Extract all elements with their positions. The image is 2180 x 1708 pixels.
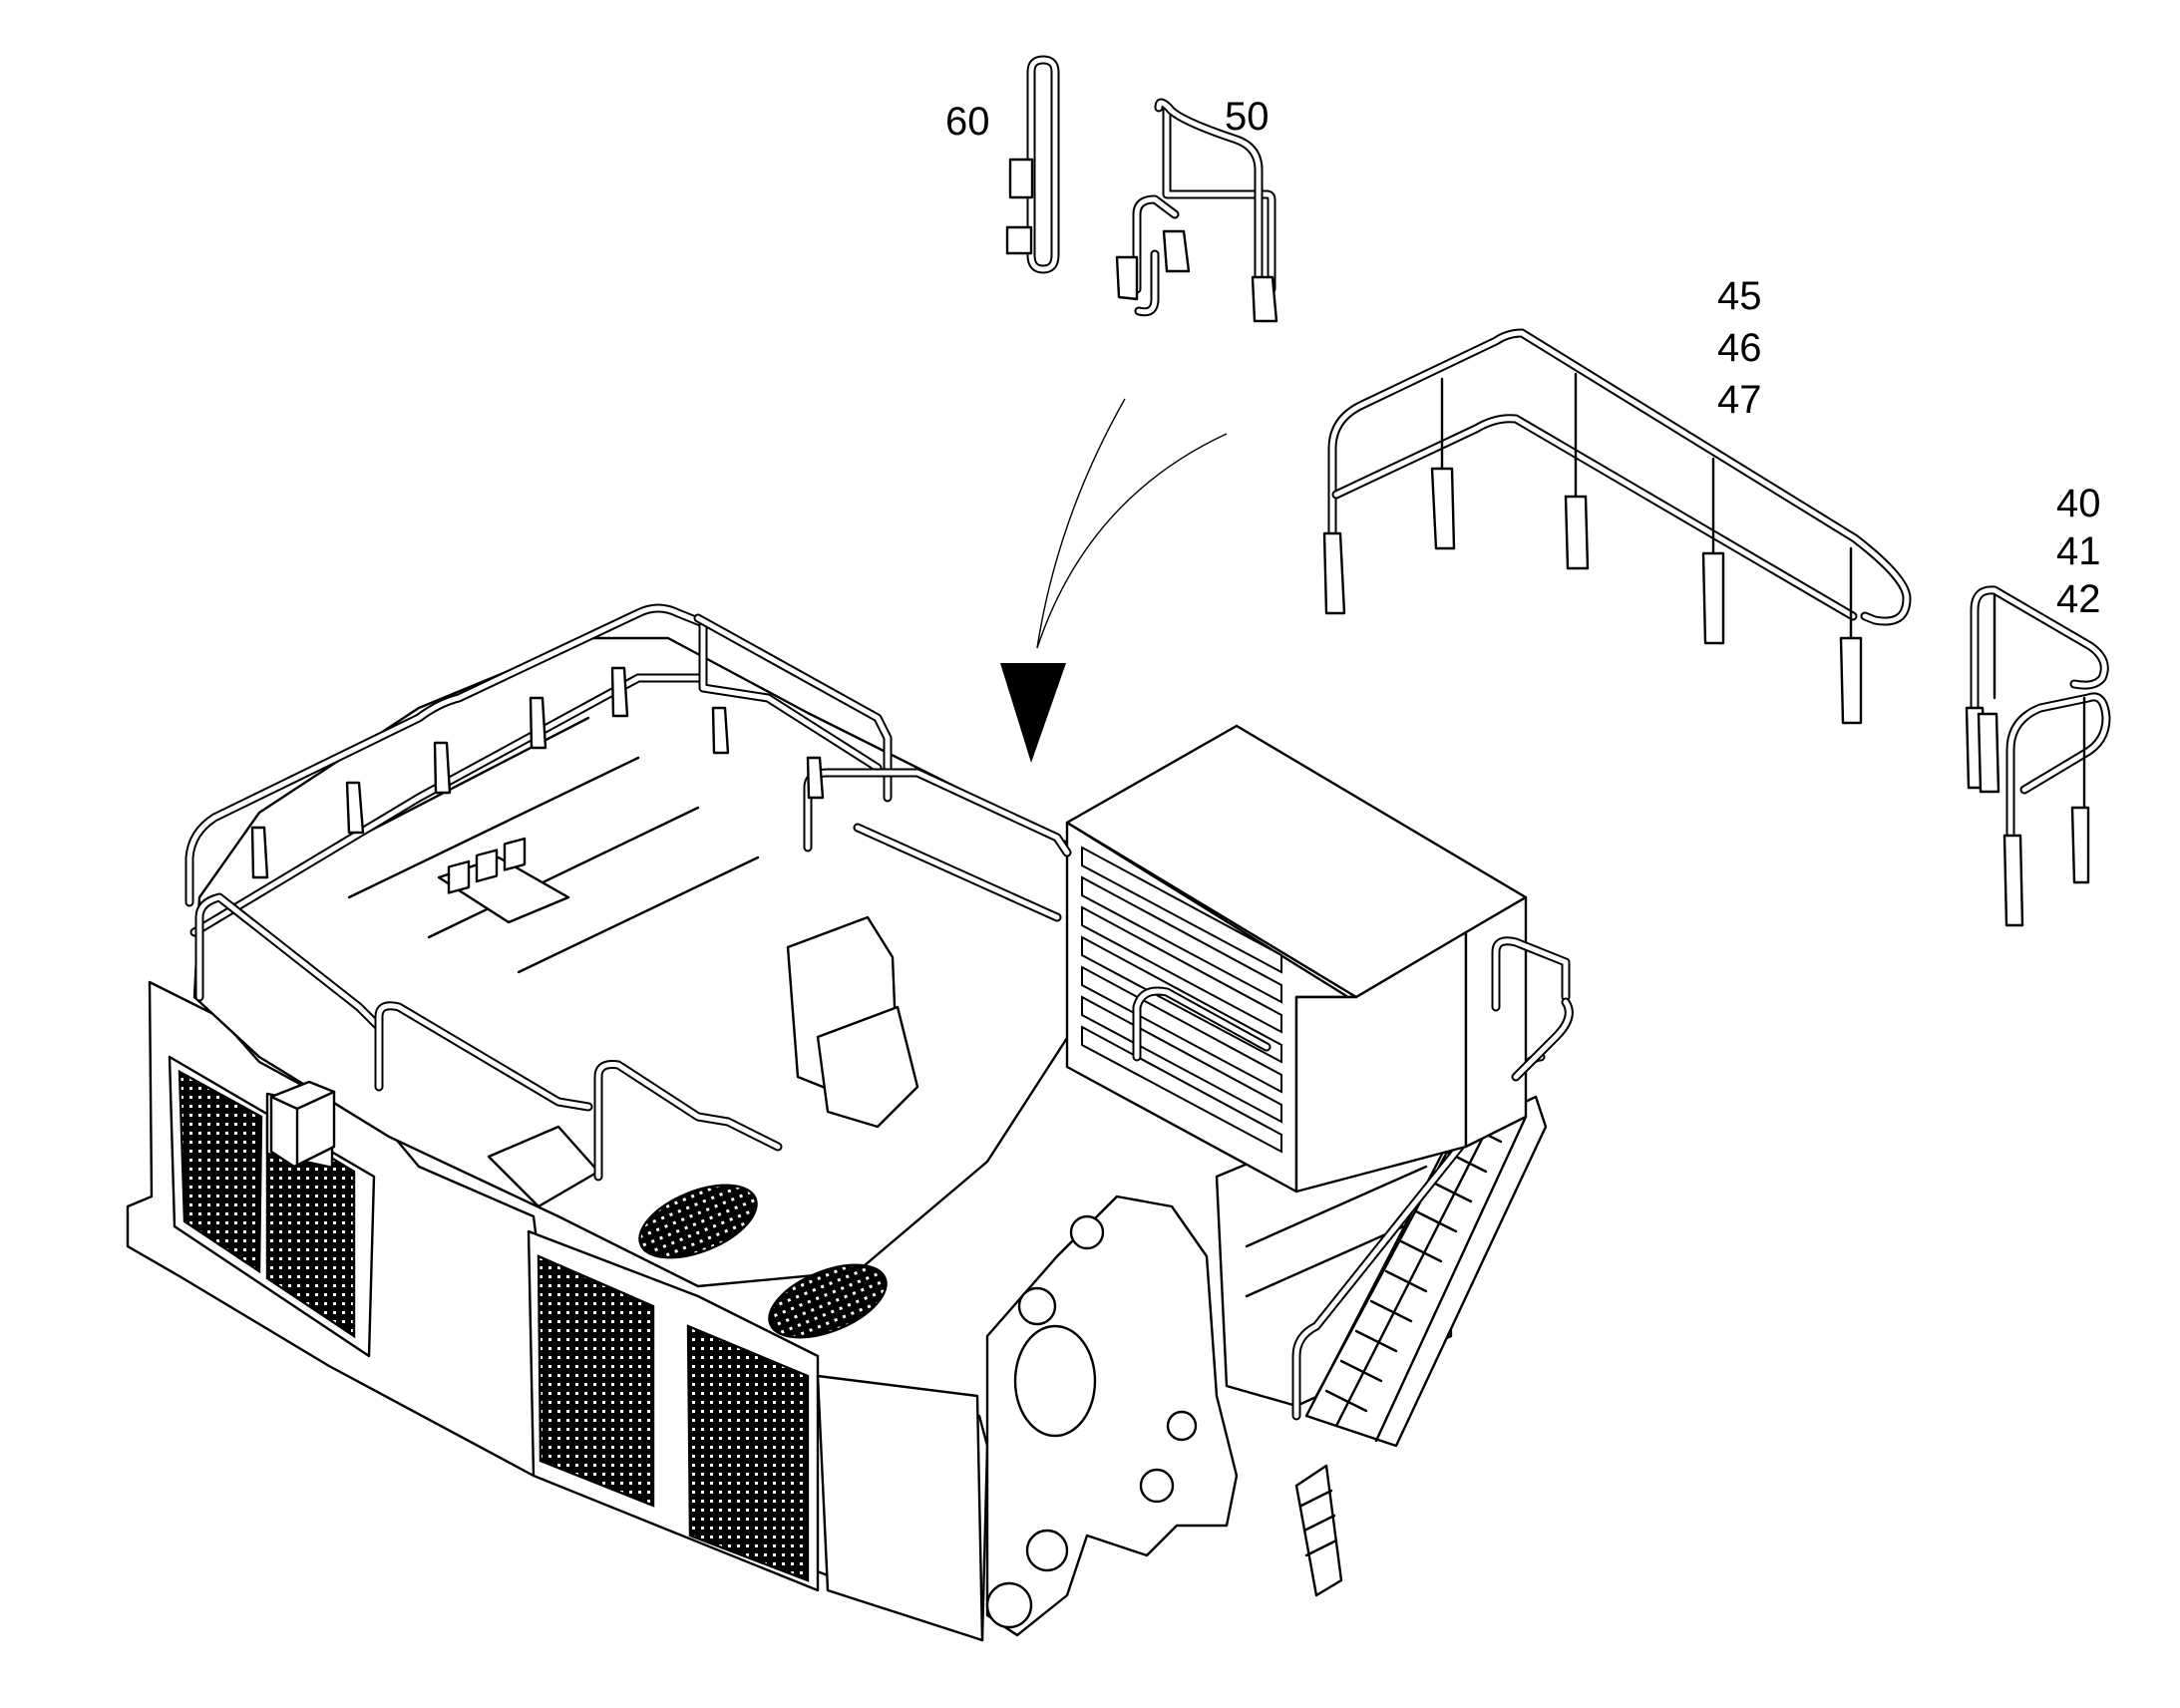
arrow-head (1000, 663, 1066, 763)
handrail-part-50 (1115, 98, 1278, 323)
access-stairway (1291, 1052, 1548, 1597)
callout-60: 60 (945, 100, 990, 144)
callout-46: 46 (1717, 326, 1762, 370)
callout-45: 45 (1717, 274, 1762, 318)
handrail-part-45-46-47 (1322, 328, 1912, 725)
callout-45-47: 45 46 47 (1717, 274, 1762, 422)
callout-47: 47 (1717, 378, 1762, 422)
callout-41: 41 (2056, 529, 2101, 573)
callout-42: 42 (2056, 577, 2101, 621)
assembly-arrow (1000, 398, 1228, 763)
handrail-part-60 (1005, 55, 1060, 274)
deck-perimeter-handrails (184, 603, 1574, 1182)
callout-40: 40 (2056, 482, 2101, 525)
callout-50: 50 (1225, 95, 1270, 139)
handrail-part-40-41-42 (1965, 585, 2111, 927)
radiator-housing (1065, 724, 1528, 1194)
callout-40-42: 40 41 42 (2056, 482, 2101, 621)
mining-machine-upper-deck (126, 603, 1574, 1642)
